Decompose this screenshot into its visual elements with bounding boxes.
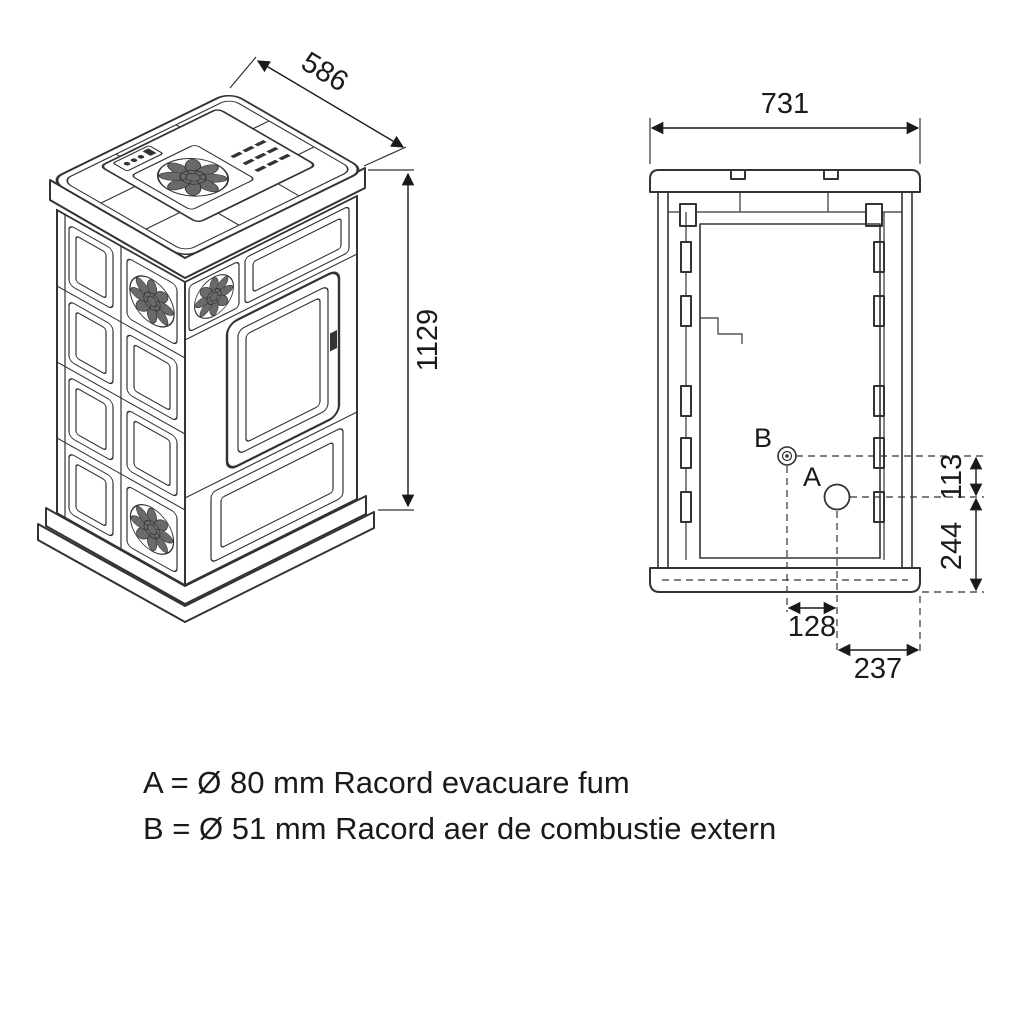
dimension-width-731: 731 (649, 88, 921, 164)
stove-rear-view: B A (649, 169, 921, 593)
legend-line-a: A = Ø 80 mm Racord evacuare fum (143, 765, 630, 800)
dim-label-128: 128 (788, 611, 836, 643)
legend-line-b: B = Ø 51 mm Racord aer de combustie exte… (143, 811, 776, 846)
stove-left-face (56, 208, 186, 587)
stove-front-face (184, 194, 358, 587)
dim-label-237: 237 (854, 653, 902, 685)
door-handle (330, 330, 337, 352)
legend: A = Ø 80 mm Racord evacuare fum B = Ø 51… (143, 765, 776, 846)
dimension-offsets-128-237: 128 237 (786, 466, 921, 685)
port-a (823, 483, 851, 511)
dim-label-586: 586 (296, 46, 354, 98)
top-slab-edge (49, 167, 366, 279)
stove-perspective-view (37, 94, 375, 623)
port-b (777, 446, 797, 466)
dim-label-244: 244 (936, 522, 968, 570)
dim-label-113: 113 (936, 454, 968, 500)
point-b-label: B (754, 423, 772, 453)
point-a-label: A (803, 462, 821, 492)
dim-label-731: 731 (761, 88, 809, 120)
tile-joint-marks (680, 241, 885, 523)
dim-label-1129: 1129 (412, 309, 444, 371)
control-panel (113, 145, 163, 171)
dimension-heights-113-244: 113 244 (796, 454, 984, 593)
dimension-height-1129: 1129 (368, 169, 444, 511)
fire-door (225, 271, 341, 469)
